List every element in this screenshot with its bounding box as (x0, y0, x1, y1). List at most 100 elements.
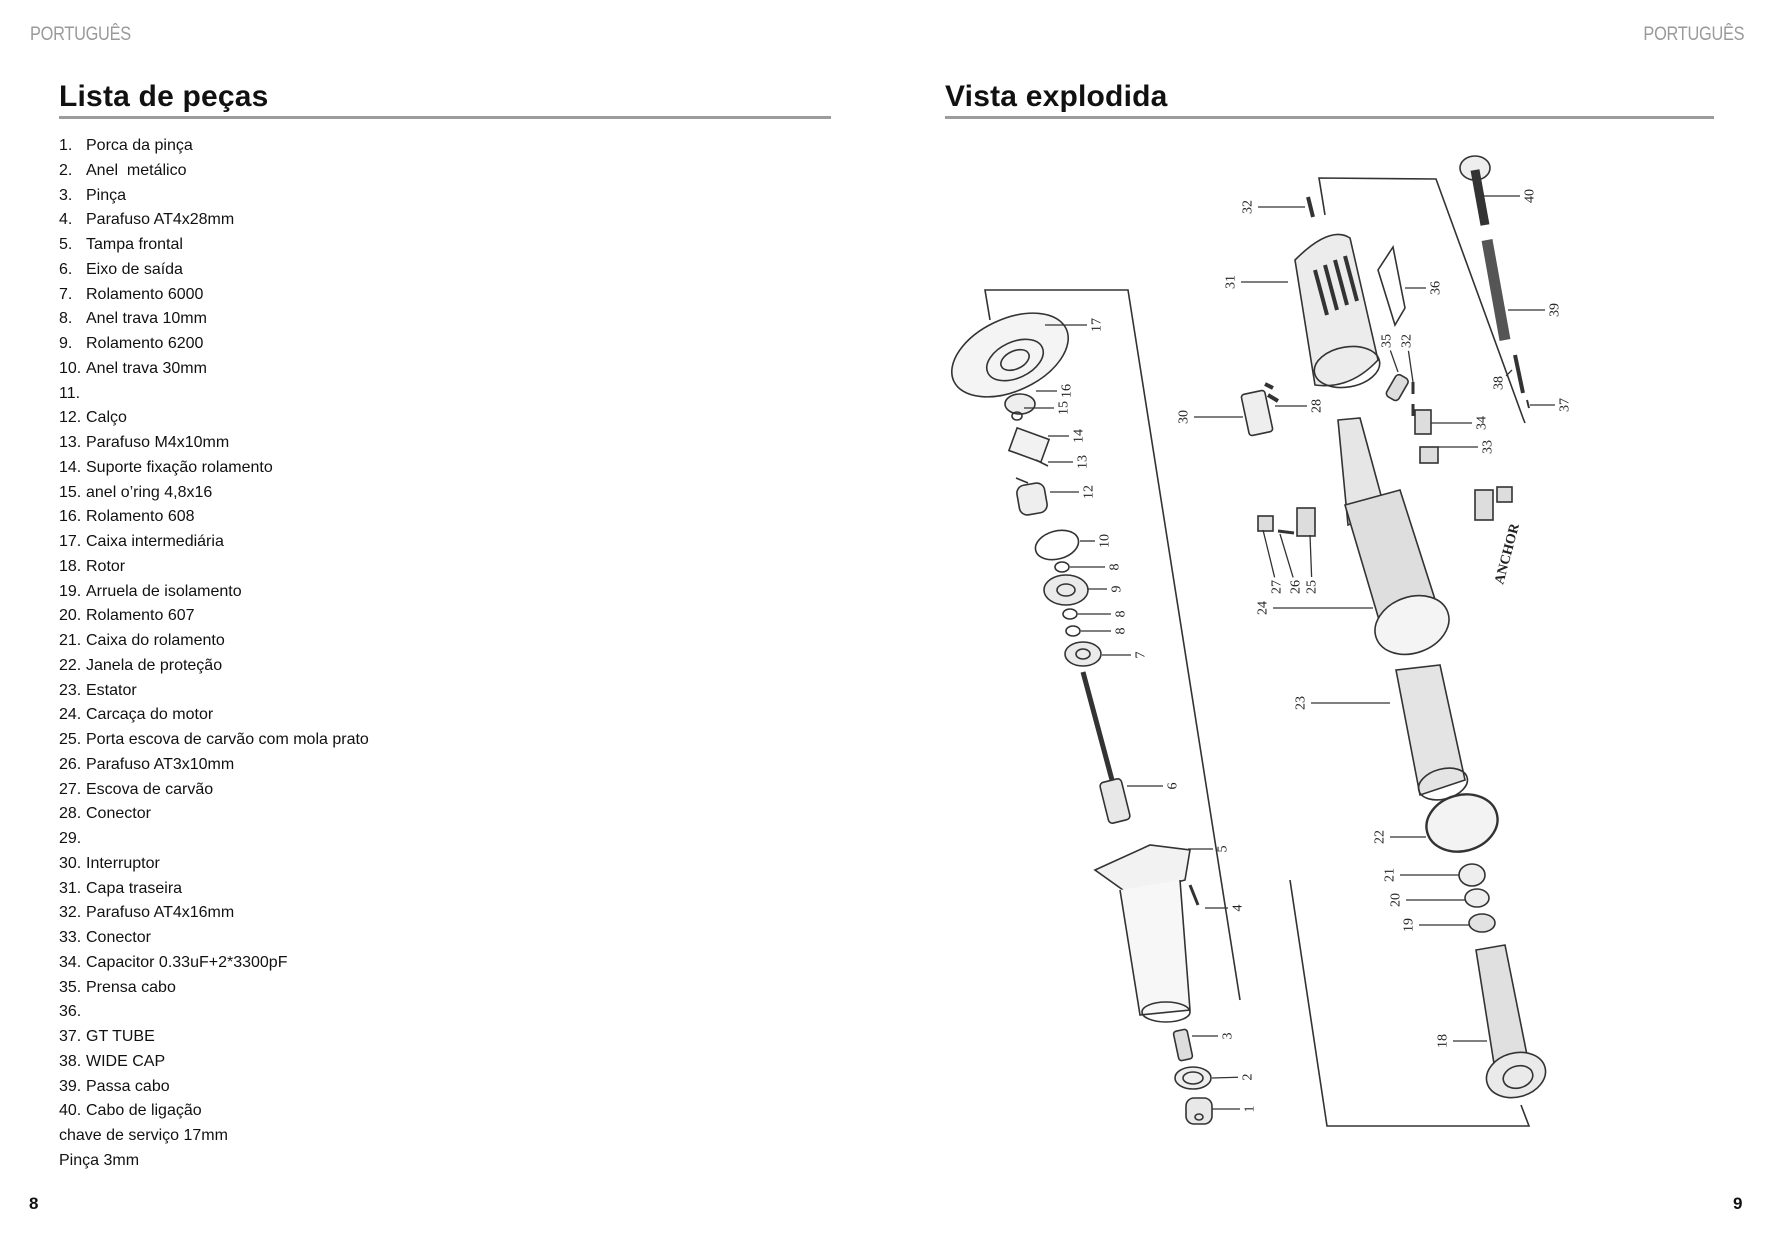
part-number: 1. (59, 137, 73, 154)
part-list-item: 30.Interruptor (59, 852, 369, 877)
part-list-item: 18.Rotor (59, 555, 369, 580)
part-15-oring (1011, 411, 1023, 421)
part-name: Porta escova de carvão com mola prato (86, 731, 369, 748)
parts-list-title: Lista de peças (59, 80, 269, 113)
part-list-item: 15.anel o’ring 4,8x16 (59, 481, 369, 506)
part-list-item: 2.Anel metálico (59, 159, 369, 184)
page-number-right: 9 (1733, 1194, 1743, 1213)
group-bracket-left (984, 289, 1241, 1001)
part-list-item: 28.Conector (59, 802, 369, 827)
part-list-item: 1. Porca da pinça (59, 134, 369, 159)
callout-34: 34 (1475, 416, 1490, 430)
language-label-left: PORTUGUÊS (30, 24, 131, 45)
part-number: 33. (59, 929, 82, 946)
callout-22: 22 (1373, 830, 1388, 844)
callout-26: 26 (1289, 580, 1304, 594)
callout-4: 4 (1231, 905, 1246, 912)
callout-37: 37 (1558, 398, 1573, 412)
part-list-item: 6.Eixo de saída (59, 258, 369, 283)
part-2-metal-ring (1174, 1066, 1212, 1090)
part-38-wide-cap (1513, 354, 1525, 394)
part-list-item: 29. (59, 827, 369, 852)
part-list-item: 9. Rolamento 6200 (59, 332, 369, 357)
brand-label: ANCHOR (1492, 521, 1523, 586)
part-name: Caixa intermediária (86, 533, 224, 550)
part-1-collet-nut (1185, 1097, 1213, 1125)
part-30-switch (1240, 389, 1274, 437)
part-name: Anel trava 30mm (86, 359, 207, 377)
callout-16: 16 (1060, 384, 1075, 398)
part-name: Porca da pinça (86, 137, 193, 154)
part-name: Parafuso AT4x28mm (86, 211, 235, 229)
callout-leader-line (1211, 1076, 1239, 1079)
part-list-item: 23.Estator (59, 679, 369, 704)
part-list-item: 33.Conector (59, 926, 369, 951)
callout-12: 12 (1082, 485, 1097, 499)
part-name: GT TUBE (86, 1028, 155, 1045)
part-number: 30. (59, 854, 82, 872)
part-number: 13. (59, 434, 82, 451)
part-number: 5. (59, 236, 73, 253)
part-26-screw (1277, 529, 1295, 535)
part-7-bearing (1064, 641, 1102, 667)
part-name: Prensa cabo (86, 978, 176, 996)
part-number: 6. (59, 260, 73, 278)
part-27-carbon-brush (1257, 515, 1274, 532)
callout-8: 8 (1114, 611, 1129, 618)
part-4-screw (1188, 884, 1200, 906)
part-number: 28. (59, 805, 82, 823)
part-name: Rolamento 6200 (86, 335, 204, 352)
exploded-view-title: Vista explodida (945, 80, 1168, 113)
callout-28: 28 (1310, 399, 1325, 413)
part-number: 17. (59, 533, 82, 550)
part-list-item: 12.Calço (59, 406, 369, 431)
part-name: Pinça (86, 186, 127, 204)
callout-leader-line (1309, 534, 1313, 578)
part-8-ring-b (1062, 608, 1078, 620)
part-number: 23. (59, 681, 82, 699)
part-number: 31. (59, 879, 82, 897)
part-number: 9. (59, 335, 73, 352)
part-list-item: 31.Capa traseira (59, 877, 369, 902)
part-10-retaining-ring (1034, 529, 1080, 561)
part-list-item: 13.Parafuso M4x10mm (59, 431, 369, 456)
title-rule-left (59, 116, 831, 119)
part-list-item: 40.Cabo de ligação (59, 1099, 369, 1124)
part-3-collet (1172, 1028, 1194, 1062)
callout-27: 27 (1270, 580, 1285, 594)
part-25-brush-holder (1296, 507, 1316, 537)
part-list-item: 4.Parafuso AT4x28mm (59, 208, 369, 233)
part-name: Janela de proteção (86, 656, 223, 674)
part-list-item: 27.Escova de carvão (59, 778, 369, 803)
part-list-item: 38.WIDE CAP (59, 1050, 369, 1075)
part-number: 2. (59, 161, 73, 179)
part-number: 36. (59, 1003, 82, 1021)
part-number: 3. (59, 186, 73, 204)
callout-32: 32 (1400, 334, 1415, 348)
part-name: Caixa do rolamento (86, 632, 225, 649)
accessory-item: chave de serviço 17mm (59, 1127, 228, 1144)
part-name: Capa traseira (86, 879, 183, 897)
callout-14: 14 (1072, 429, 1087, 443)
part-8-ring-a (1054, 561, 1070, 573)
callout-10: 10 (1098, 534, 1113, 548)
part-5-front-cover (1093, 844, 1191, 1023)
part-name: Carcaça do motor (86, 706, 214, 724)
part-9-bearing (1043, 574, 1089, 606)
part-list-item: 36. (59, 1000, 369, 1025)
language-label-right: PORTUGUÊS (1643, 24, 1744, 45)
part-list-item: 17.Caixa intermediária (59, 530, 369, 555)
part-number: 19. (59, 582, 82, 600)
part-number: 25. (59, 731, 82, 748)
callout-9: 9 (1110, 586, 1125, 593)
part-name: Interruptor (86, 854, 160, 872)
part-list-item: 10.Anel trava 30mm (59, 357, 369, 382)
callout-20: 20 (1389, 893, 1404, 907)
callout-7: 7 (1134, 652, 1149, 659)
group-bracket-right (1318, 177, 1526, 424)
part-list-item: 16.Rolamento 608 (59, 505, 369, 530)
part-39-cable-sleeve (1481, 239, 1511, 341)
part-list-item: 32.Parafuso AT4x16mm (59, 901, 369, 926)
part-number: 38. (59, 1052, 82, 1070)
part-list-item: 24.Carcaça do motor (59, 703, 369, 728)
